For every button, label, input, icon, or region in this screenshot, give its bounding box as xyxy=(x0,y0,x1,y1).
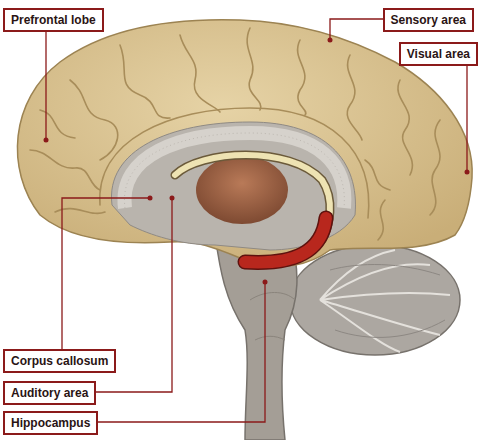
leader-dot xyxy=(328,38,333,43)
cerebellum xyxy=(290,245,460,355)
gyrus xyxy=(30,150,100,190)
gyrus xyxy=(398,80,412,175)
gyrus xyxy=(298,40,306,115)
leader-dot xyxy=(44,138,49,143)
label-box: Sensory area xyxy=(383,8,474,32)
hippocampus-shape xyxy=(245,218,326,262)
cerebellum-folia xyxy=(330,265,445,338)
gyrus xyxy=(365,160,390,190)
gyrus xyxy=(430,120,440,215)
leader-dot xyxy=(465,170,470,175)
label-box: Visual area xyxy=(399,42,478,66)
label-box: Corpus callosum xyxy=(3,349,116,373)
arbor-vitae xyxy=(320,250,450,352)
label-text: Prefrontal lobe xyxy=(11,12,96,28)
label-box: Prefrontal lobe xyxy=(3,8,104,32)
gyrus xyxy=(378,200,385,240)
leader-dot xyxy=(263,280,268,285)
gyrus xyxy=(180,35,220,112)
label-text: Corpus callosum xyxy=(11,353,108,369)
hippocampus-outline xyxy=(245,218,326,262)
leader-dot xyxy=(148,196,153,201)
leader-line xyxy=(62,198,150,358)
gyrus xyxy=(347,55,362,140)
label-text: Sensory area xyxy=(391,12,466,28)
label-text: Auditory area xyxy=(11,385,88,401)
fornix xyxy=(175,155,330,240)
gyrus xyxy=(247,28,261,110)
gyrus xyxy=(40,110,75,138)
label-box: Hippocampus xyxy=(3,411,98,435)
fornix-outline xyxy=(175,155,330,240)
label-text: Hippocampus xyxy=(11,415,90,431)
gyrus xyxy=(120,45,170,118)
thalamus xyxy=(196,156,288,224)
gyrus xyxy=(70,80,118,160)
leader-dot xyxy=(170,196,175,201)
leader-line xyxy=(45,20,46,140)
leader-line xyxy=(466,52,467,172)
label-box: Auditory area xyxy=(3,381,96,405)
label-text: Visual area xyxy=(407,46,470,62)
brainstem-line xyxy=(250,293,295,341)
